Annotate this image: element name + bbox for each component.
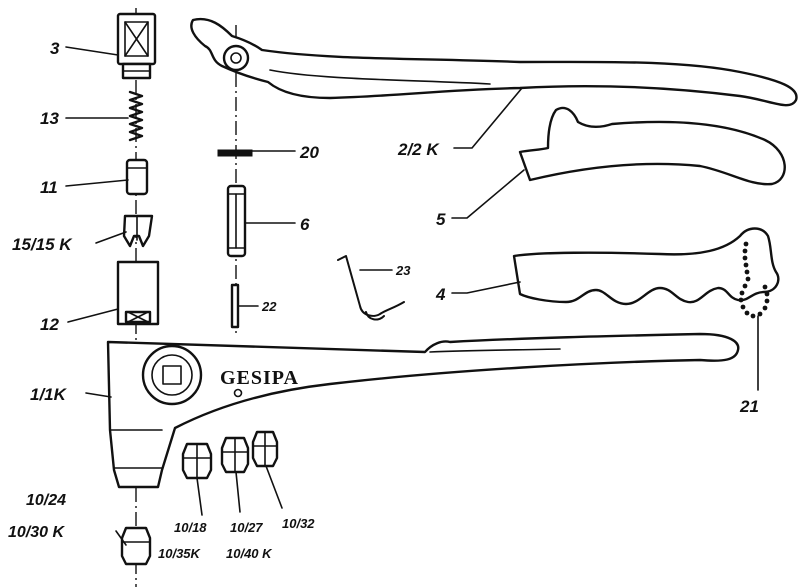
label-part-10-32: 10/32 [282, 516, 315, 531]
label-part-10-24: 10/24 [26, 492, 66, 509]
nosepiece-10-32 [251, 430, 279, 468]
label-part-3: 3 [50, 39, 60, 58]
part-21-spring-clip [738, 241, 770, 319]
label-part-5: 5 [436, 210, 446, 229]
nosepiece-10-27 [220, 436, 250, 474]
part-15-jaws [122, 214, 154, 248]
part-12-jaw-housing [116, 260, 160, 326]
part-2-upper-handle [190, 17, 798, 107]
label-part-20: 20 [299, 143, 319, 162]
part-5-upper-grip [518, 106, 786, 186]
leader-lines [65, 46, 759, 546]
part-23-return-spring [337, 255, 405, 321]
part-20-washer [217, 149, 253, 157]
label-part-10-27: 10/27 [230, 520, 263, 535]
label-part-15: 15/15 K [12, 235, 73, 254]
part-13-spring [128, 90, 144, 142]
brand-logo-gesipa: GESIPA [220, 367, 299, 389]
label-part-2: 2/2 K [397, 140, 440, 159]
part-11-pusher [125, 158, 149, 196]
nosepiece-10-18 [181, 442, 213, 480]
label-part-10-35: 10/35K [158, 546, 202, 561]
label-part-4: 4 [435, 285, 446, 304]
label-part-6: 6 [300, 215, 310, 234]
label-part-23: 23 [395, 263, 411, 278]
nosepiece-10-24 [120, 526, 152, 566]
part-3-nose-cap [116, 12, 157, 80]
label-part-10-18: 10/18 [174, 520, 207, 535]
label-part-10-30: 10/30 K [8, 524, 65, 541]
label-part-1: 1/1K [30, 385, 68, 404]
label-part-11: 11 [40, 178, 58, 197]
label-part-22: 22 [261, 299, 277, 314]
part-1-main-body [106, 332, 740, 489]
part-4-lower-grip [512, 227, 780, 306]
label-part-21: 21 [739, 397, 759, 416]
part-22-pin [230, 283, 240, 329]
label-part-12: 12 [40, 315, 59, 334]
label-part-13: 13 [40, 109, 59, 128]
label-part-10-40: 10/40 K [226, 546, 273, 561]
part-6-link [226, 184, 247, 258]
